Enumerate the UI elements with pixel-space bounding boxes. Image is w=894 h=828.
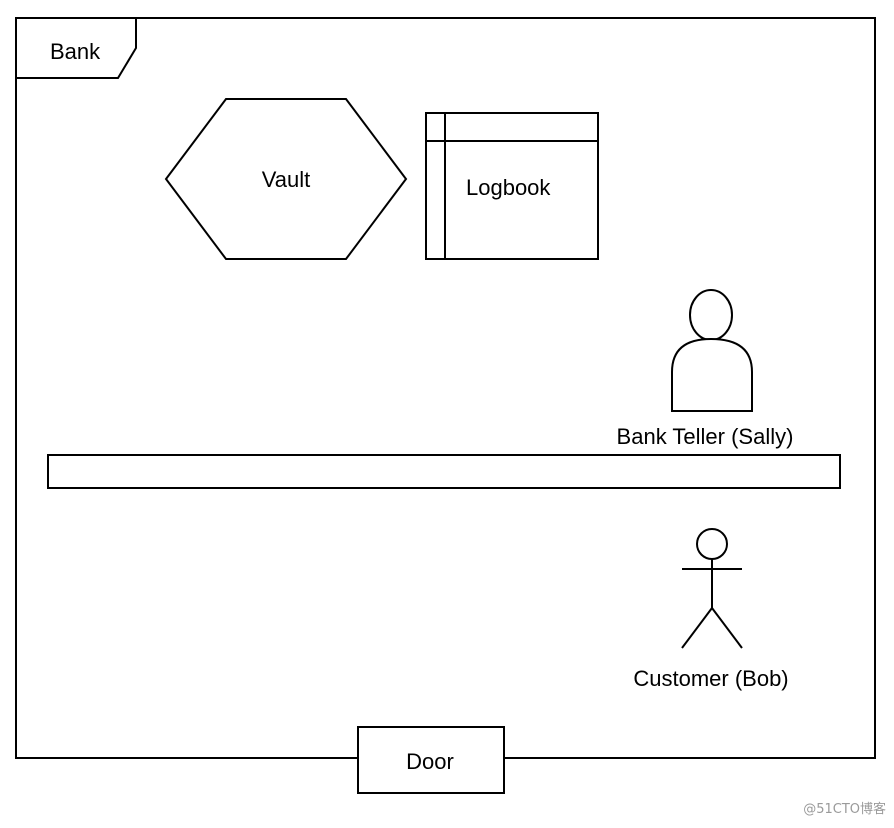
bank-frame-tab xyxy=(15,17,137,79)
logbook-box xyxy=(425,112,599,260)
door-box xyxy=(357,726,505,794)
user-icon-head xyxy=(689,289,733,341)
stick-figure-right-leg xyxy=(711,607,743,649)
stick-figure-icon xyxy=(681,528,743,649)
vault-label: Vault xyxy=(262,167,311,192)
vault-hexagon xyxy=(164,98,408,260)
bank-frame-label: Bank xyxy=(50,39,101,64)
logbook: Logbook xyxy=(425,112,599,260)
user-icon-body xyxy=(671,337,753,412)
counter xyxy=(47,454,841,489)
user-icon xyxy=(671,289,753,412)
stick-figure-left-leg xyxy=(681,607,713,649)
bank-teller: Bank Teller (Sally) xyxy=(617,289,794,449)
customer: Customer (Bob) xyxy=(633,528,789,691)
door: Door xyxy=(357,726,505,794)
customer-label: Customer (Bob) xyxy=(633,666,788,691)
stick-figure-head xyxy=(696,528,728,560)
door-label: Door xyxy=(406,749,454,774)
logbook-label: Logbook xyxy=(466,175,551,200)
vault: Vault xyxy=(164,98,408,260)
watermark: @51CTO博客 xyxy=(803,801,886,817)
bank-teller-label: Bank Teller (Sally) xyxy=(617,424,794,449)
